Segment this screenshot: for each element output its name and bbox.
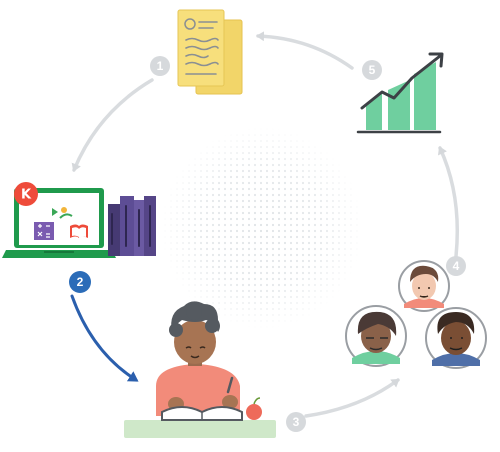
dotted-background [161, 127, 363, 329]
step-badge-5[interactable]: 5 [362, 60, 382, 80]
books-icon [108, 196, 156, 256]
student-reading-icon [124, 301, 276, 438]
arrow-step-4-to-chart [437, 146, 460, 258]
step-badge-4[interactable]: 4 [446, 256, 466, 276]
step-number-5: 5 [369, 63, 376, 77]
avatar [398, 260, 450, 312]
growth-chart-icon [356, 52, 444, 134]
step-number-3: 3 [293, 415, 300, 429]
group-avatars-icon [345, 260, 487, 369]
arrow-step-5-to-1 [256, 31, 354, 70]
step-number-2: 2 [77, 275, 84, 289]
avatar [345, 305, 407, 367]
logo-badge: K [14, 182, 38, 206]
logo-letter: K [21, 188, 32, 203]
step-number-4: 4 [453, 259, 460, 273]
document-icon [177, 9, 243, 95]
step-badge-3[interactable]: 3 [286, 412, 306, 432]
arrow-step-1-to-2 [71, 78, 154, 172]
step-badge-1[interactable]: 1 [150, 56, 170, 76]
avatar [425, 307, 487, 369]
laptop-icon [2, 188, 116, 258]
arrow-step-3-to-group [304, 378, 400, 418]
step-badge-2[interactable]: 2 [69, 271, 91, 293]
arrow-step-2-to-student [70, 294, 139, 382]
step-number-1: 1 [157, 59, 164, 73]
